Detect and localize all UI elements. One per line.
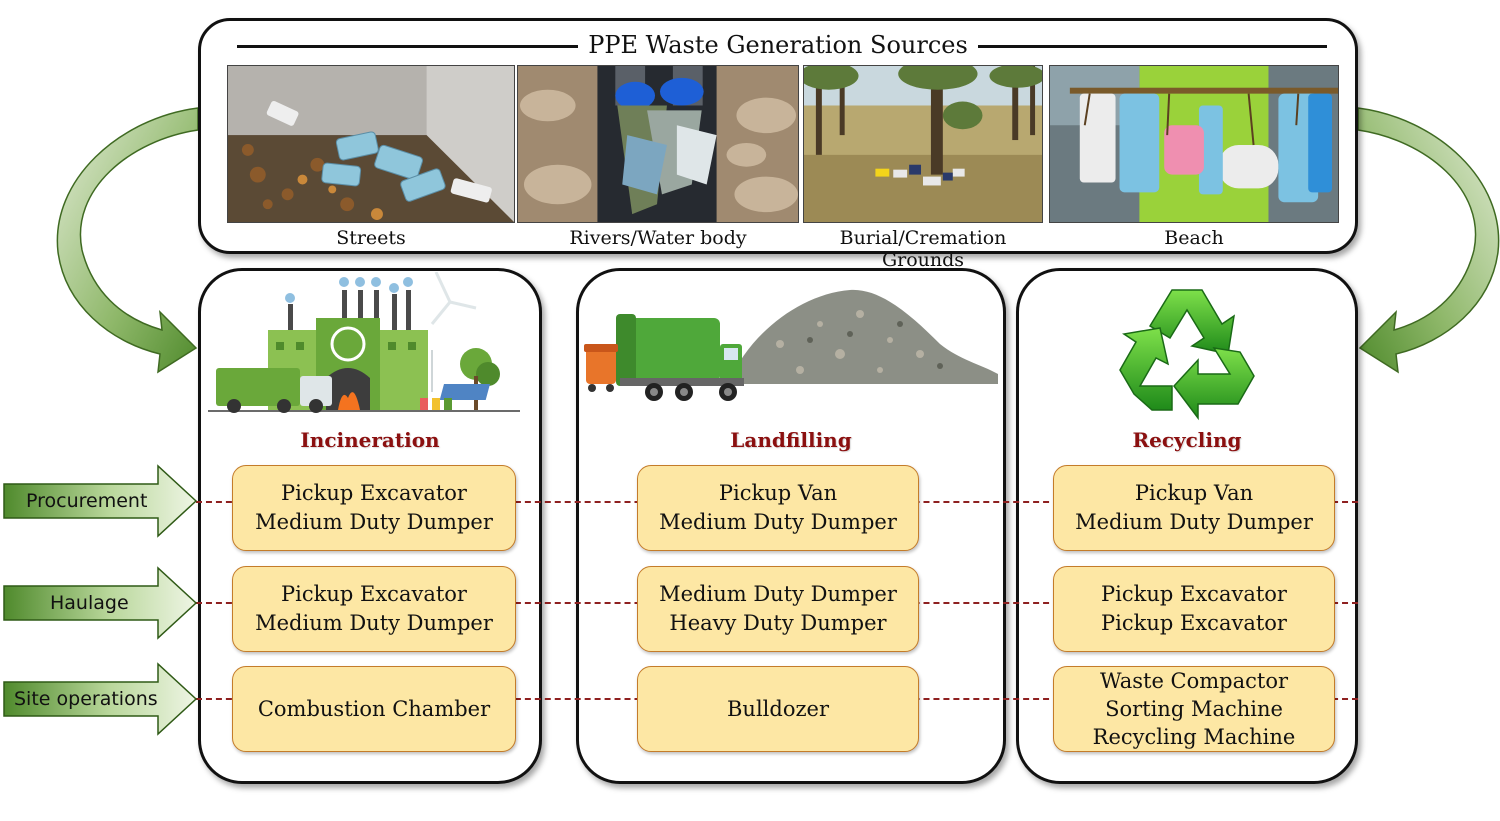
equipment-item: Medium Duty Dumper <box>1075 510 1313 534</box>
equipment-box: Pickup Van Medium Duty Dumper <box>637 465 919 551</box>
equipment-item: Sorting Machine <box>1105 697 1283 721</box>
right-curved-arrow <box>1357 107 1500 374</box>
equipment-box: Medium Duty Dumper Heavy Duty Dumper <box>637 566 919 652</box>
equipment-item: Medium Duty Dumper <box>659 510 897 534</box>
left-curved-arrow <box>56 107 199 374</box>
equipment-item: Medium Duty Dumper <box>255 510 493 534</box>
procurement-arrow <box>3 464 198 538</box>
incineration-plant-illustration <box>208 272 520 413</box>
equipment-item: Combustion Chamber <box>257 696 491 721</box>
equipment-item: Pickup Excavator <box>281 481 467 505</box>
equipment-item: Waste Compactor <box>1099 669 1289 693</box>
recycling-title: Recycling <box>1132 428 1242 452</box>
burial-grounds-photo <box>803 65 1043 223</box>
stage-label-haulage: Haulage <box>50 592 129 614</box>
title-rule-right <box>969 45 1327 48</box>
equipment-item: Medium Duty Dumper <box>255 611 493 635</box>
equipment-box: Pickup Excavator Medium Duty Dumper <box>232 465 516 551</box>
stage-arrows <box>3 464 198 736</box>
recycling-symbol-icon <box>1119 289 1255 421</box>
caption-beach: Beach <box>1164 227 1224 249</box>
landfill-truck-illustration <box>584 289 998 401</box>
landfilling-title: Landfilling <box>730 428 852 452</box>
equipment-box: Pickup Excavator Medium Duty Dumper <box>232 566 516 652</box>
equipment-item: Recycling Machine <box>1092 725 1296 749</box>
caption-rivers: Rivers/Water body <box>569 227 747 249</box>
equipment-item: Bulldozer <box>726 696 829 721</box>
stage-label-site-operations: Site operations <box>14 688 158 710</box>
caption-streets: Streets <box>336 227 406 249</box>
equipment-item: Pickup Van <box>1134 481 1254 505</box>
equipment-box: Pickup Excavator Pickup Excavator <box>1053 566 1335 652</box>
equipment-item: Pickup Van <box>718 481 838 505</box>
caption-burial-grounds: Burial/Cremation Grounds <box>839 227 1007 271</box>
equipment-item: Pickup Excavator <box>1101 611 1287 635</box>
beach-photo <box>1049 65 1339 223</box>
equipment-item: Pickup Excavator <box>1101 582 1287 606</box>
sources-panel: PPE Waste Generation Sources <box>198 18 1358 271</box>
equipment-box: Pickup Van Medium Duty Dumper <box>1053 465 1335 551</box>
equipment-box: Combustion Chamber <box>232 666 516 752</box>
streets-photo <box>227 65 515 223</box>
haulage-arrow <box>3 566 198 640</box>
title-rule-left <box>237 45 605 48</box>
equipment-item: Heavy Duty Dumper <box>669 611 887 635</box>
equipment-item: Pickup Excavator <box>281 582 467 606</box>
stage-label-procurement: Procurement <box>26 490 148 512</box>
equipment-item: Medium Duty Dumper <box>659 582 897 606</box>
equipment-box: Waste Compactor Sorting Machine Recyclin… <box>1053 666 1335 752</box>
equipment-box: Bulldozer <box>637 666 919 752</box>
site-operations-arrow <box>3 662 198 736</box>
sources-title: PPE Waste Generation Sources <box>201 31 1355 59</box>
rivers-photo <box>517 65 799 223</box>
incineration-title: Incineration <box>300 428 440 452</box>
